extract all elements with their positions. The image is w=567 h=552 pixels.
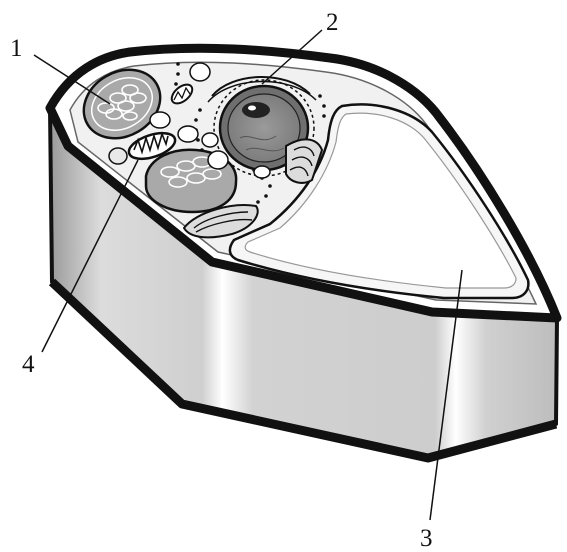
vesicles [108, 62, 271, 179]
chloroplast [82, 68, 162, 140]
label-4: 4 [22, 351, 35, 378]
cell-wall-bottom-rim [48, 278, 558, 463]
leader-lines [33, 29, 463, 521]
leader-line-1 [33, 54, 111, 105]
label-2: 2 [326, 9, 339, 36]
label-3: 3 [420, 525, 433, 552]
leader-line-3 [429, 269, 463, 521]
label-1: 1 [10, 35, 23, 62]
tonoplast-inner [244, 112, 517, 289]
golgi-apparatus [182, 138, 324, 239]
nucleus [207, 76, 317, 177]
leader-line-2 [261, 29, 323, 85]
mitochondrion [127, 131, 177, 161]
nucleolus [242, 102, 270, 118]
leader-line-4 [41, 159, 139, 353]
mitochondrion-small [170, 83, 194, 105]
